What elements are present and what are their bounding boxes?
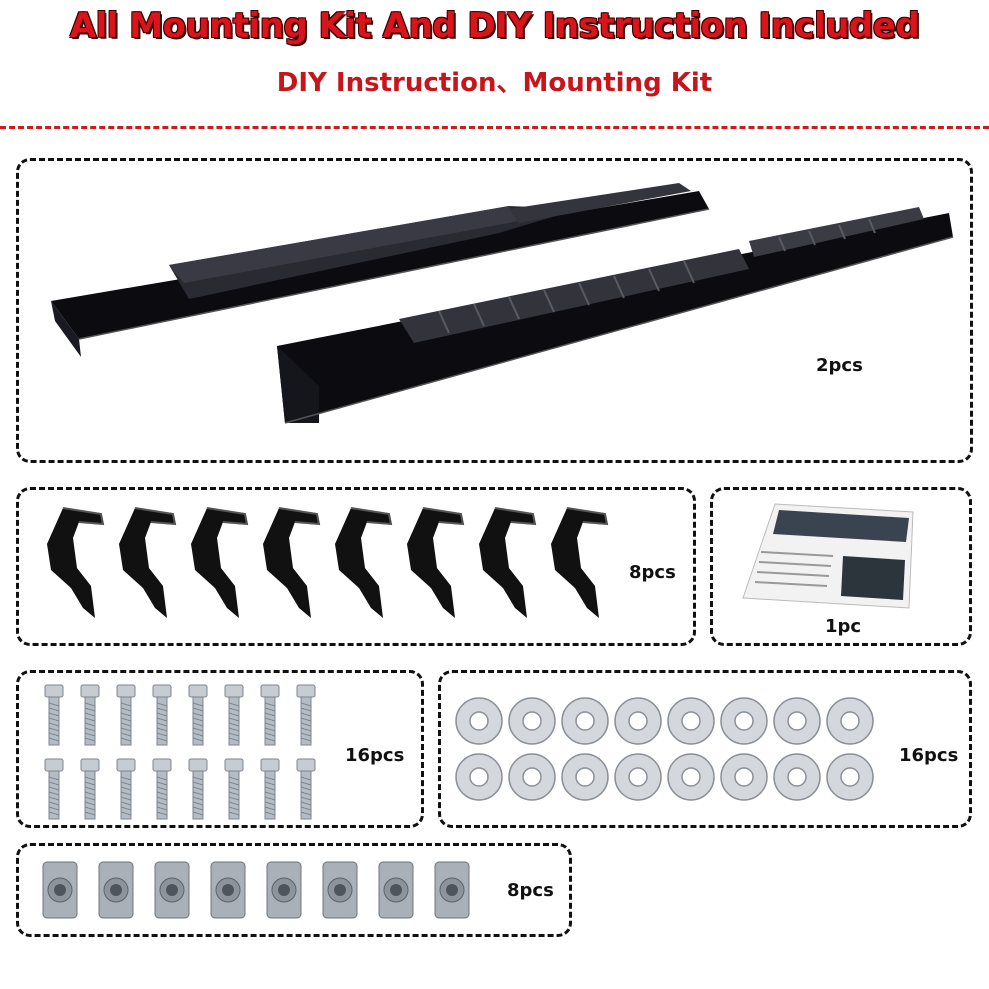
bolt: [116, 684, 136, 746]
washer: [508, 753, 556, 801]
running-board-front: [277, 207, 954, 424]
brackets-qty: 8pcs: [629, 562, 676, 583]
bracket: [47, 507, 105, 618]
clip-nut: [154, 861, 190, 919]
washer: [667, 697, 715, 745]
washer: [826, 753, 874, 801]
clip-nut: [210, 861, 246, 919]
bolt: [296, 684, 316, 746]
bracket: [191, 507, 249, 618]
instruction-panel: 1pc: [710, 487, 972, 646]
clip-nut: [378, 861, 414, 919]
running-boards-qty: 2pcs: [816, 355, 863, 376]
clip-nut: [434, 861, 470, 919]
bolt: [44, 758, 64, 820]
washers-image: [455, 697, 874, 801]
bolts-panel: 16pcs: [16, 670, 424, 828]
washer: [614, 753, 662, 801]
header-divider: [0, 126, 989, 129]
clip-nut: [42, 861, 78, 919]
brackets-image: [47, 507, 609, 618]
washer: [561, 697, 609, 745]
bolts-qty: 16pcs: [345, 745, 405, 766]
washer: [561, 753, 609, 801]
washers-panel: 16pcs: [438, 670, 972, 828]
bolt: [80, 758, 100, 820]
bolt: [260, 684, 280, 746]
washer: [720, 753, 768, 801]
brackets-panel: 8pcs: [16, 487, 696, 646]
washer: [773, 697, 821, 745]
washer: [720, 697, 768, 745]
instruction-sheet-image: [742, 503, 914, 609]
bolt: [44, 684, 64, 746]
bolt: [152, 684, 172, 746]
running-boards-panel: 2pcs: [16, 158, 973, 463]
running-boards-image: [51, 183, 954, 424]
bracket: [407, 507, 465, 618]
clip-nut: [322, 861, 358, 919]
bolt: [152, 758, 172, 820]
washer: [826, 697, 874, 745]
bolt: [260, 758, 280, 820]
washer: [667, 753, 715, 801]
bracket: [263, 507, 321, 618]
page-subtitle: DIY Instruction、Mounting Kit: [276, 68, 713, 98]
bracket: [479, 507, 537, 618]
bolt: [188, 684, 208, 746]
clip-nuts-image: [42, 861, 470, 919]
bolt: [224, 684, 244, 746]
bolt: [224, 758, 244, 820]
washer: [773, 753, 821, 801]
washer: [455, 753, 503, 801]
washer: [455, 697, 503, 745]
bracket: [551, 507, 609, 618]
bracket: [119, 507, 177, 618]
bolt: [188, 758, 208, 820]
bracket: [335, 507, 393, 618]
page-title: All Mounting Kit And DIY Instruction Inc…: [69, 6, 920, 46]
instruction-qty: 1pc: [825, 616, 862, 637]
bolt: [80, 684, 100, 746]
clip-nut: [98, 861, 134, 919]
washer: [508, 697, 556, 745]
clip-nut: [266, 861, 302, 919]
washer: [614, 697, 662, 745]
nuts-qty: 8pcs: [507, 880, 554, 901]
washers-qty: 16pcs: [899, 745, 959, 766]
bolts-image: [44, 684, 316, 820]
running-board-back: [51, 183, 710, 357]
nuts-panel: 8pcs: [16, 843, 572, 937]
bolt: [116, 758, 136, 820]
bolt: [296, 758, 316, 820]
